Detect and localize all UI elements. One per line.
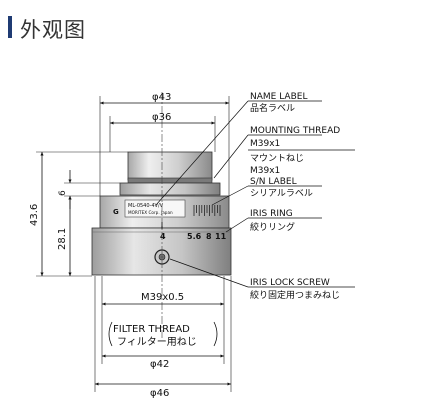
filter-thread-label-jp: フィルター用ねじ (117, 336, 197, 348)
label-maker-text: MORITEX Corp. Japan (128, 210, 173, 215)
callout-mounting-spec: M39x1 (250, 139, 280, 149)
callout-mounting-thread: MOUNTING THREAD (250, 126, 340, 136)
dim-top-outer: φ43 (152, 92, 171, 103)
label-model-text: ML-0540-4V/V (128, 203, 164, 209)
aperture-5-6: 5.6 (187, 232, 202, 241)
dim-filter-thread: M39x0.5 (141, 292, 184, 303)
serial-label (193, 205, 221, 216)
section-title: 外观图 (20, 18, 86, 42)
aperture-4: 4 (160, 232, 166, 241)
dimension-lines (40, 101, 231, 386)
callout-mounting-spec-jp: M39x1 (250, 166, 280, 176)
callout-iris-ring-jp: 絞りリング (250, 221, 295, 233)
mark-g: G (113, 208, 119, 216)
callout-iris-ring: IRIS RING (250, 209, 293, 219)
dim-small-height: 6 (58, 190, 68, 196)
leader-lines (155, 100, 355, 288)
extension-lines (36, 96, 232, 392)
callout-sn-label-jp: シリアルラベル (250, 188, 313, 199)
name-label-plate (124, 199, 186, 218)
callout-iris-lock-screw-jp: 絞り固定用つまみねじ (250, 289, 340, 301)
callout-iris-lock-screw: IRIS LOCK SCREW (250, 278, 330, 288)
aperture-8: 8 (206, 232, 212, 241)
callout-mounting-thread-jp: マウントねじ (250, 153, 304, 164)
dim-bottom-inner: φ42 (150, 359, 169, 370)
dim-bottom-outer: φ46 (150, 388, 169, 399)
callout-name-label: NAME LABEL (250, 92, 307, 102)
dim-body-height: 28.1 (57, 228, 68, 250)
dim-top-inner: φ36 (152, 112, 171, 123)
filter-thread-label: FILTER THREAD (113, 324, 190, 335)
header-accent-bar (8, 16, 12, 38)
callout-sn-label: S/N LABEL (250, 177, 297, 187)
callout-name-label-jp: 品名ラベル (250, 102, 295, 114)
dim-total-height: 43.6 (29, 204, 40, 226)
aperture-11: 11 (215, 232, 227, 241)
